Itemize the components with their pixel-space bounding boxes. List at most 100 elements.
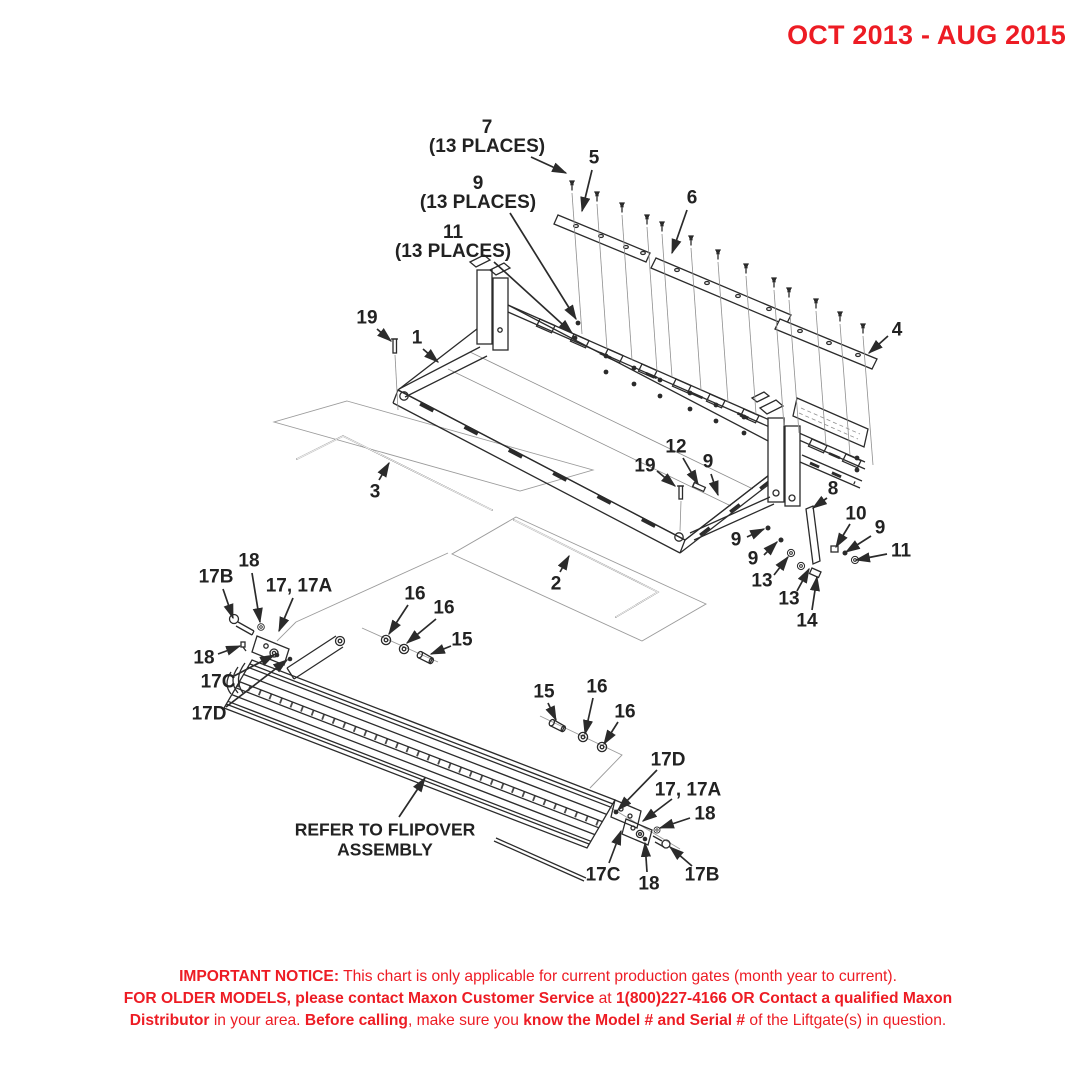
callout-7-13places: 7(13 PLACES) <box>428 117 546 157</box>
leader-14 <box>809 575 820 611</box>
callout-8: 8 <box>827 478 839 500</box>
left-post <box>398 254 512 398</box>
leader-17D-right <box>617 769 658 811</box>
leader-5 <box>580 169 593 213</box>
pin-19-left <box>391 338 399 411</box>
leader-2 <box>557 554 570 573</box>
leader-6 <box>671 209 688 255</box>
screw-row <box>568 180 874 466</box>
notice-line: IMPORTANT NOTICE: This chart is only app… <box>179 968 897 985</box>
leader-18-top-left <box>251 572 263 624</box>
callout-16-c: 16 <box>586 676 608 698</box>
callout-19-left: 19 <box>356 307 378 329</box>
leader-9-right-upper <box>844 535 872 553</box>
leader-3 <box>377 461 390 481</box>
leader-11-right <box>854 552 888 563</box>
callout-5: 5 <box>588 147 600 169</box>
callout-18-left: 18 <box>193 647 215 669</box>
leader-10 <box>835 523 851 549</box>
callout-18-right-b: 18 <box>638 873 660 895</box>
callout-9-mid-a: 9 <box>730 529 742 551</box>
callout-2: 2 <box>550 573 562 595</box>
phantom-outlines <box>272 400 707 850</box>
flipover-link-arm <box>286 635 346 680</box>
leader-11-13places <box>493 261 574 334</box>
callout-1: 1 <box>411 327 423 349</box>
callout-17C-right: 17C <box>585 864 621 886</box>
callout-17B-right: 17B <box>684 864 720 886</box>
callout-10: 10 <box>845 503 867 525</box>
leader-18-right-a <box>658 817 691 829</box>
leader-12 <box>682 457 699 486</box>
rod-2 <box>513 519 660 618</box>
notice-line: Distributor in your area. Before calling… <box>129 1012 947 1029</box>
leader-17B-right <box>668 846 693 867</box>
leader-17-17A-left <box>278 597 294 633</box>
callout-3: 3 <box>369 481 381 503</box>
production-date-range: OCT 2013 - AUG 2015 <box>787 20 1066 50</box>
leader-4 <box>867 335 889 354</box>
leader-9-mid-a <box>746 528 766 540</box>
callout-16-a: 16 <box>404 583 426 605</box>
callout-18-top-left: 18 <box>238 550 260 572</box>
callout-11-13places: 11(13 PLACES) <box>394 222 512 262</box>
leader-18-left <box>217 645 242 656</box>
backing-strip-8 <box>805 505 821 565</box>
leader-15-b <box>545 702 557 722</box>
callout-12: 12 <box>665 436 687 458</box>
leader-13-b <box>796 567 810 592</box>
callout-17-17A-right: 17, 17A <box>654 779 722 801</box>
leader-8 <box>811 495 828 509</box>
leader-7-13places <box>530 156 568 174</box>
callout-17C-left: 17C <box>200 671 236 693</box>
leader-19-left <box>376 328 393 342</box>
leader-17C-right <box>608 829 622 864</box>
callout-16-d: 16 <box>614 701 636 723</box>
callout-9-13places: 9(13 PLACES) <box>419 173 537 213</box>
callout-9-rail: 9 <box>702 451 714 473</box>
callout-17D-right: 17D <box>650 749 686 771</box>
callout-6: 6 <box>686 187 698 209</box>
callout-9-right-upper: 9 <box>874 517 886 539</box>
leader-15-a <box>429 644 452 655</box>
callout-9-mid-b: 9 <box>747 548 759 570</box>
callout-17D-left: 17D <box>191 703 227 725</box>
callout-11-right: 11 <box>890 540 912 562</box>
flipover-platform <box>223 635 642 882</box>
leader-9-mid-b <box>763 541 778 556</box>
leader-17C-left <box>233 654 276 677</box>
leader-13-a <box>773 555 789 576</box>
callout-15-b: 15 <box>533 681 555 703</box>
leader-16-a <box>388 604 409 636</box>
leader-17D-left <box>225 659 289 708</box>
callout-14: 14 <box>796 610 818 632</box>
leader-17-17A-right <box>641 798 673 822</box>
leader-9-rail <box>708 473 719 497</box>
callout-17-17A-left: 17, 17A <box>265 575 333 597</box>
leader-16-c <box>583 697 594 736</box>
deck-assembly <box>392 304 866 554</box>
leader-flipover-note <box>398 776 426 818</box>
leader-18-right-b <box>640 841 652 873</box>
notice-line: FOR OLDER MODELS, please contact Maxon C… <box>123 990 953 1007</box>
pin-19-right <box>677 485 684 532</box>
leader-1 <box>422 348 440 363</box>
callout-18-right-a: 18 <box>694 803 716 825</box>
callout-13-a: 13 <box>751 570 773 592</box>
callout-15-a: 15 <box>451 629 473 651</box>
leader-9-13places <box>509 212 577 321</box>
leader-17B-left <box>222 588 234 620</box>
callout-17B-left: 17B <box>198 566 234 588</box>
callout-4: 4 <box>891 319 903 341</box>
right-post <box>689 391 869 541</box>
callout-13-b: 13 <box>778 588 800 610</box>
leader-16-d <box>603 721 619 746</box>
hardware-bottom-right-cluster <box>613 809 671 849</box>
leader-16-b <box>405 618 437 644</box>
callout-19-right: 19 <box>634 455 656 477</box>
